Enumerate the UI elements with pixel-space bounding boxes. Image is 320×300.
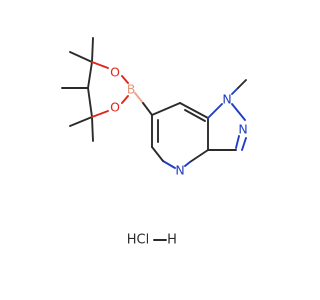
structure-diagram: O O B N N N HCl H — [61, 37, 248, 248]
bond-c-o — [91, 61, 109, 69]
bond-aromatic — [151, 146, 164, 162]
atom-nitrogen: N — [238, 122, 247, 137]
bond-methyl — [69, 51, 93, 63]
atom-hydrogen: H — [167, 233, 177, 248]
atom-oxygen: O — [110, 100, 120, 115]
atom-boron: B — [127, 82, 136, 97]
bond-n-c-double — [241, 137, 247, 151]
atom-nitrogen: N — [175, 163, 184, 178]
bond-methyl — [69, 116, 93, 127]
bond-c-c — [87, 61, 93, 89]
bond-aromatic — [184, 161, 191, 167]
bond-b-c — [134, 92, 144, 104]
bond-c-n — [207, 103, 223, 119]
salt-label: HCl — [127, 233, 149, 248]
bond-methyl — [91, 37, 94, 63]
bond-aromatic — [162, 160, 176, 169]
bond-aromatic — [189, 149, 209, 163]
bond-n-methyl — [231, 87, 239, 95]
bond-aromatic — [151, 102, 181, 116]
atom-oxygen: O — [110, 65, 120, 80]
bond-o-b — [121, 75, 129, 84]
bond-methyl — [91, 116, 94, 142]
bond-n-methyl — [237, 79, 247, 89]
bond-c-c — [87, 87, 93, 118]
bond-n-c — [235, 135, 240, 149]
bond-c-o — [91, 110, 109, 118]
bond-n-n — [231, 103, 246, 121]
bond-o-b — [121, 95, 129, 104]
atom-nitrogen: N — [222, 92, 231, 107]
bond-aromatic-double — [184, 109, 206, 122]
bond-b-c — [142, 102, 153, 116]
bond-aromatic — [179, 102, 209, 119]
